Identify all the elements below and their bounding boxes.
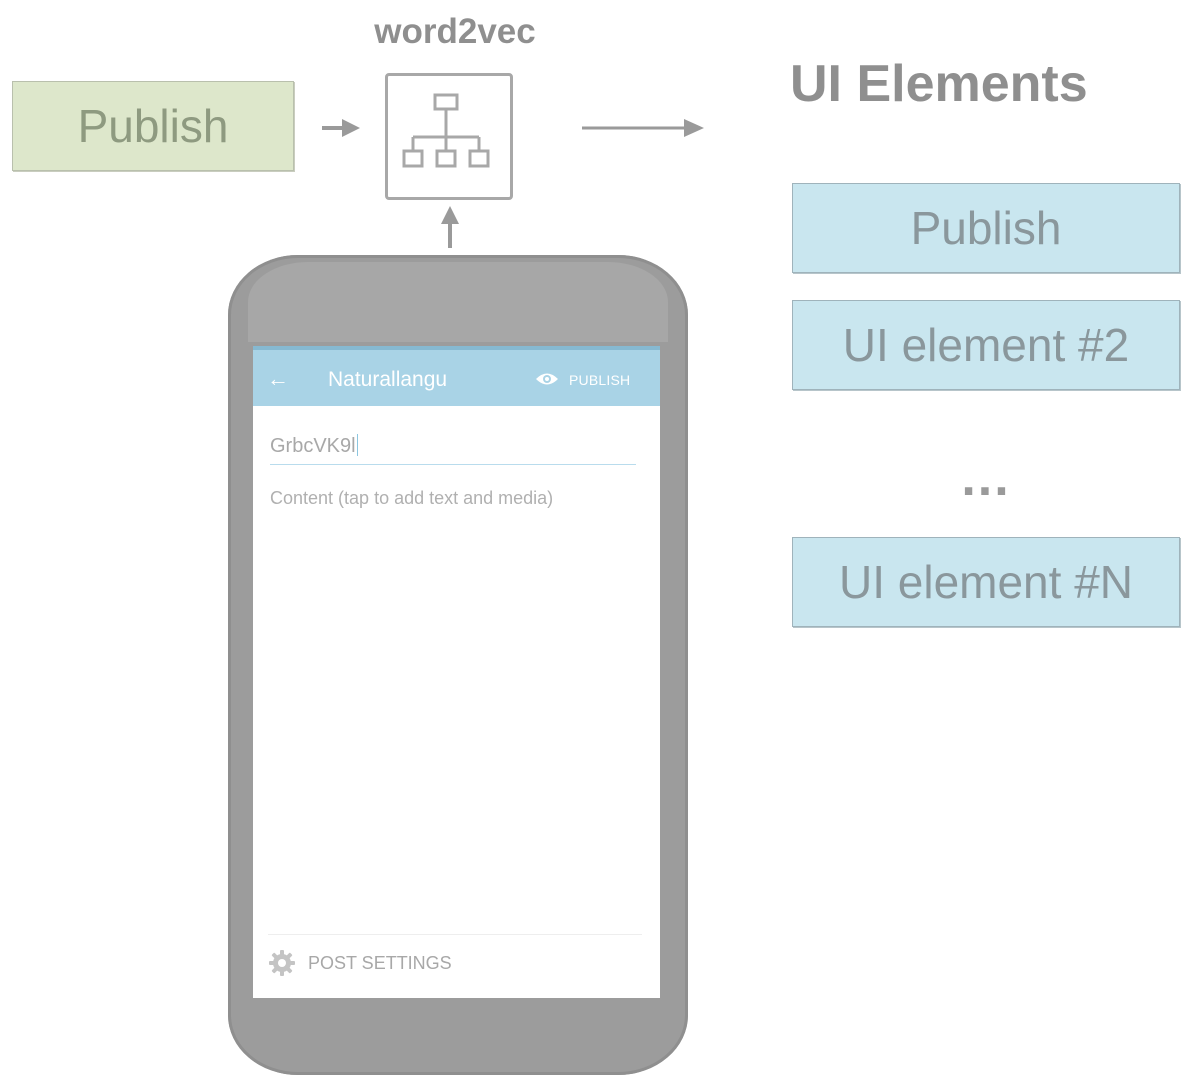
- ui-elements-heading: UI Elements: [790, 55, 1088, 113]
- divider: [268, 934, 642, 935]
- phone-top-bezel: [248, 262, 668, 342]
- post-title-value: GrbcVK9l: [270, 435, 356, 457]
- eye-icon[interactable]: [535, 372, 559, 386]
- back-arrow-icon[interactable]: ←: [267, 366, 289, 391]
- phone-screen: ← Naturallangu PUBLISH GrbcVK9l Content …: [253, 346, 660, 998]
- app-bar-title: Naturallangu: [328, 368, 448, 391]
- model-title: word2vec: [374, 12, 536, 51]
- post-content-input[interactable]: Content (tap to add text and media): [270, 488, 554, 508]
- post-title-input[interactable]: GrbcVK9l: [270, 434, 636, 465]
- app-bar: ← Naturallangu PUBLISH: [253, 346, 660, 406]
- input-word-box: Publish: [12, 81, 294, 171]
- gear-icon: [269, 950, 295, 976]
- text-caret: [356, 434, 358, 456]
- hierarchy-icon: [402, 93, 490, 168]
- publish-button[interactable]: PUBLISH: [569, 372, 631, 388]
- ui-element-publish: Publish: [792, 183, 1180, 273]
- post-settings-button[interactable]: POST SETTINGS: [268, 948, 452, 978]
- arrow-head-input: [342, 119, 360, 137]
- post-settings-label: POST SETTINGS: [308, 952, 452, 973]
- model-box: [385, 73, 513, 200]
- arrow-head-phone: [441, 206, 459, 224]
- ellipsis: ...: [961, 449, 1011, 507]
- arrow-head-output: [684, 119, 704, 137]
- ui-element-n: UI element #N: [792, 537, 1180, 627]
- ui-element-2: UI element #2: [792, 300, 1180, 390]
